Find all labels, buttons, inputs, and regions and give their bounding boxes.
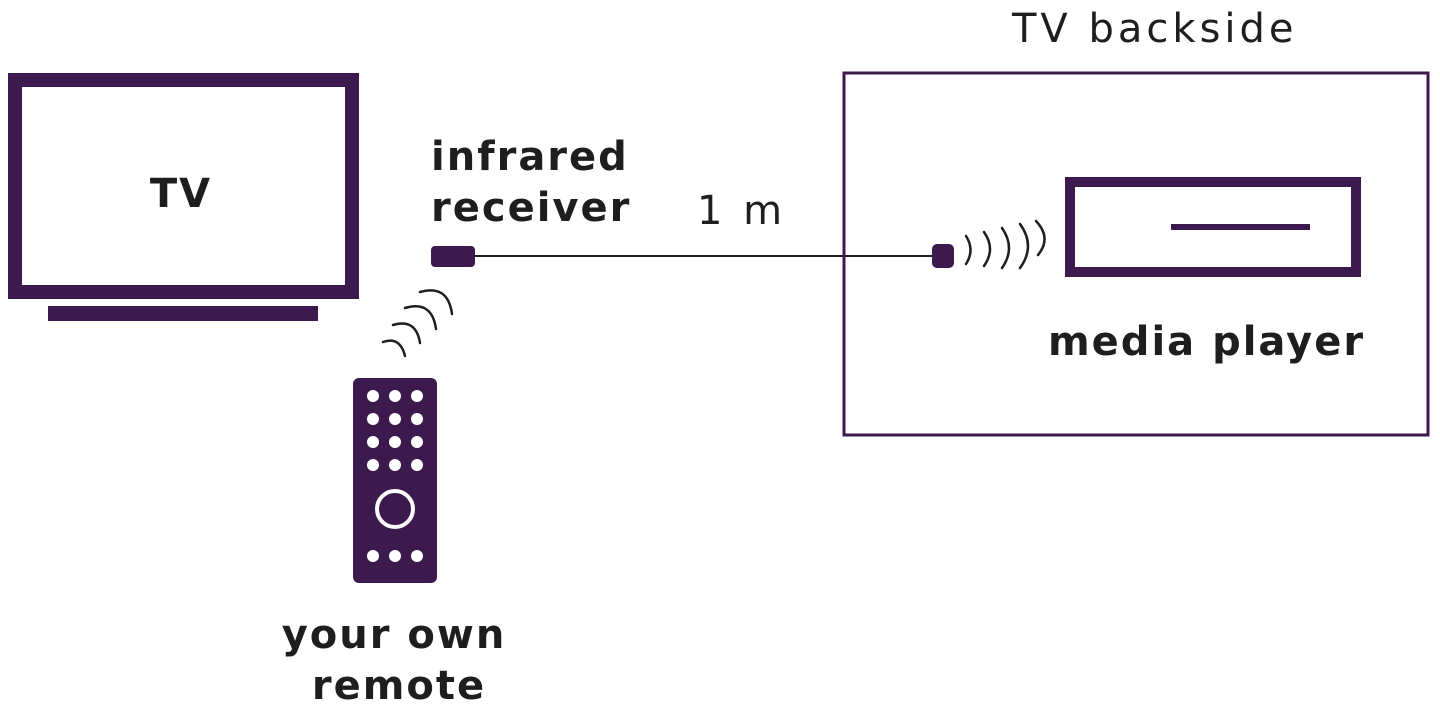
- remote-signal-waves-icon: [381, 289, 454, 358]
- signal-waves-icon: [964, 219, 1046, 270]
- cable-length-label: 1 m: [697, 188, 786, 234]
- infrared-emitter-icon: [932, 244, 954, 268]
- remote-control-icon: [353, 378, 437, 583]
- infrared-receiver-label-line2: receiver: [431, 185, 631, 231]
- remote-label-line1: your own: [282, 612, 507, 658]
- tv-icon: [8, 73, 359, 321]
- tv-stand-icon: [48, 306, 318, 321]
- tv-backside-box: [842, 71, 1430, 437]
- tv-label: TV: [150, 171, 212, 217]
- infrared-receiver-label-line1: infrared: [431, 134, 629, 180]
- media-player-icon: [1065, 177, 1361, 277]
- remote-label-line2: remote: [312, 663, 486, 709]
- media-player-label: media player: [1048, 319, 1365, 365]
- tv-backside-label: TV backside: [1011, 6, 1298, 52]
- infrared-receiver-icon: [431, 246, 475, 267]
